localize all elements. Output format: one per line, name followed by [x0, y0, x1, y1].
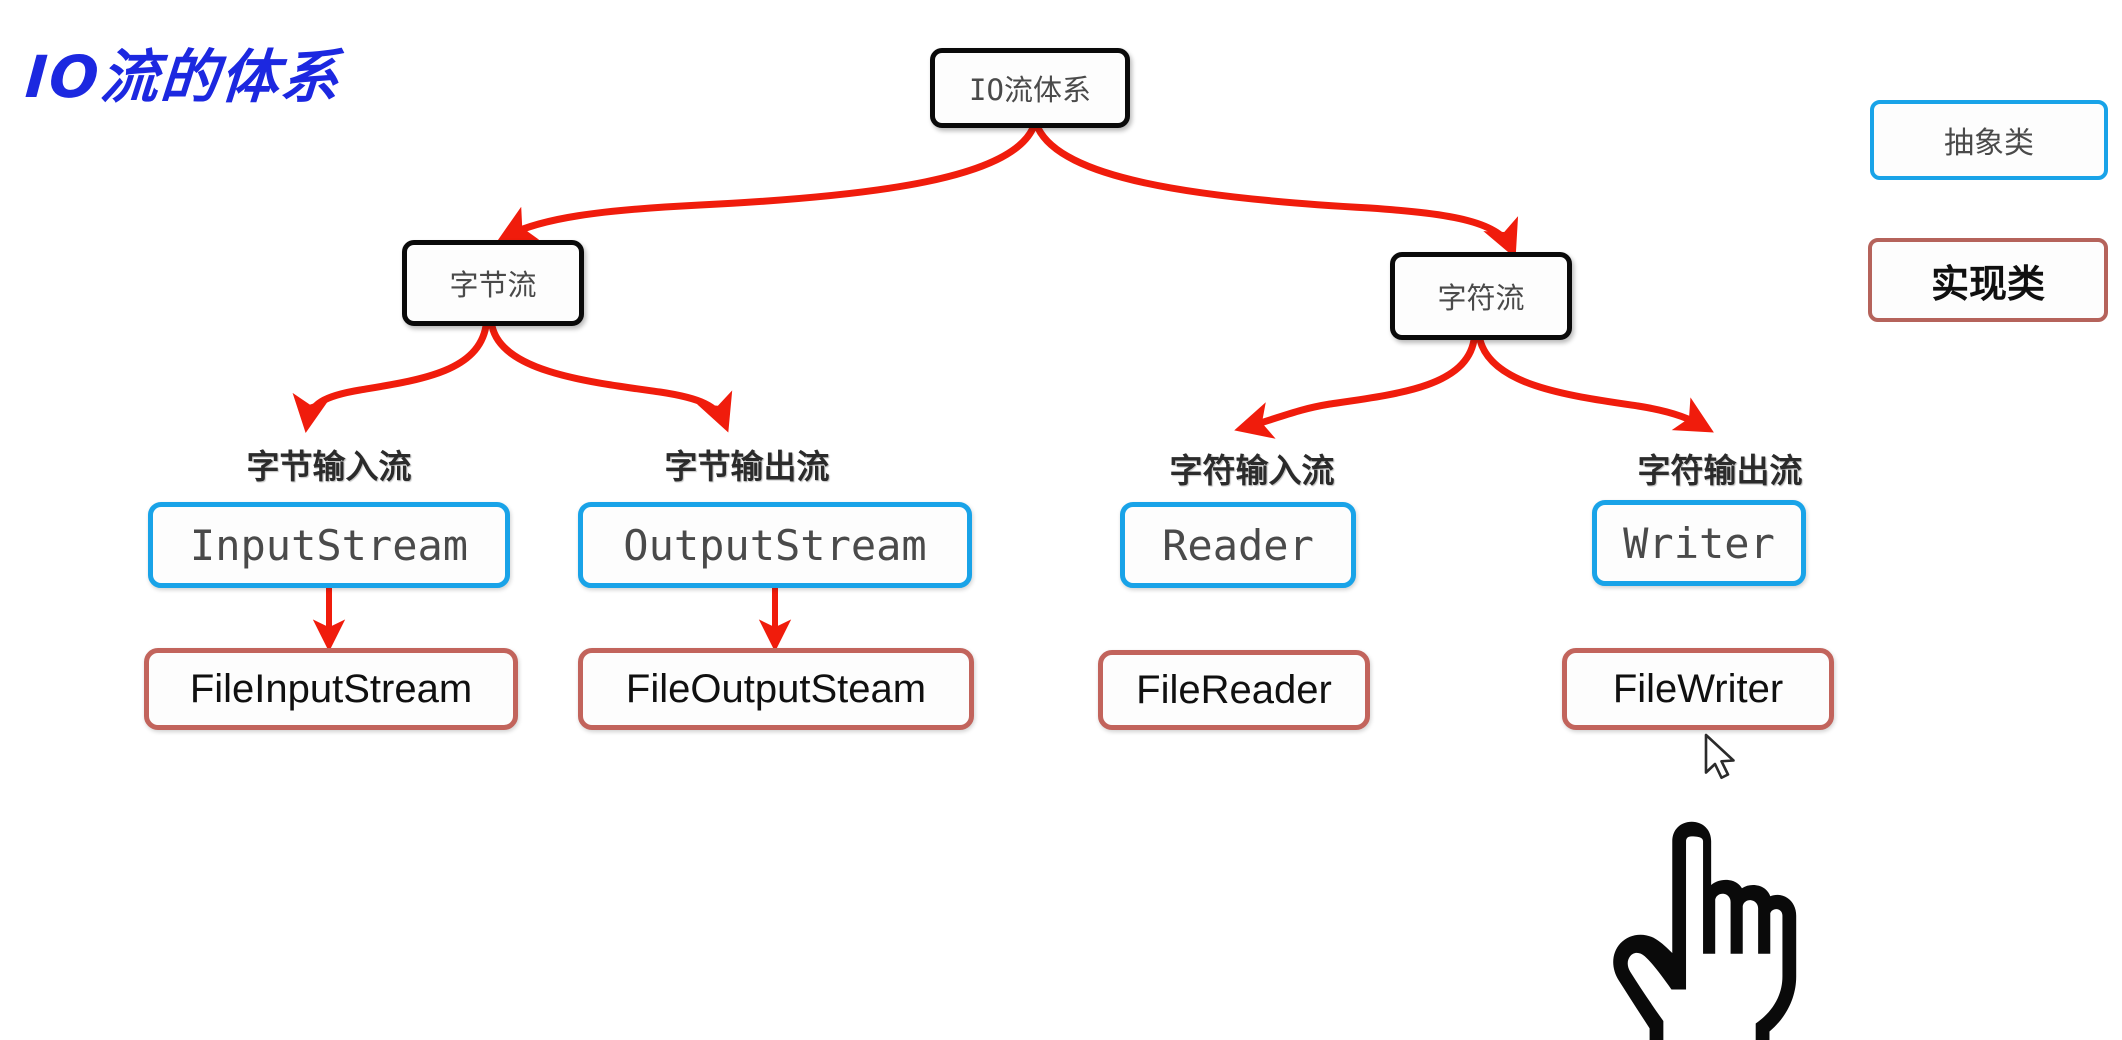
node-writer-label: Writer: [1623, 518, 1775, 568]
node-fileoutputsteam[interactable]: FileOutputSteam: [578, 648, 974, 730]
legend-item-abstract[interactable]: 抽象类: [1870, 100, 2108, 180]
node-fileinputstream[interactable]: FileInputStream: [144, 648, 518, 730]
node-char-stream-label: 字符流: [1437, 281, 1525, 315]
page-title: IO流的体系: [23, 43, 343, 111]
edge-byte-stream-to-byte-output: [488, 322, 733, 433]
node-root-label: IO流体系: [969, 73, 1091, 107]
node-reader[interactable]: Reader: [1120, 502, 1356, 588]
pointing-hand-icon: [1613, 821, 1797, 1040]
node-byte-stream[interactable]: 字节流: [402, 240, 584, 326]
node-root[interactable]: IO流体系: [930, 48, 1130, 128]
node-outputstream[interactable]: OutputStream: [578, 502, 972, 588]
caption-byte-output: 字节输出流: [664, 447, 830, 486]
node-reader-label: Reader: [1162, 520, 1314, 570]
legend-item-abstract-label: 抽象类: [1944, 126, 2034, 161]
caption-char-output: 字符输出流: [1637, 451, 1803, 490]
mouse-cursor-icon: [1704, 733, 1735, 780]
legend-item-impl[interactable]: 实现类: [1868, 238, 2108, 322]
node-byte-stream-label: 字节流: [449, 268, 537, 302]
node-fileoutputsteam-label: FileOutputSteam: [625, 666, 927, 711]
caption-byte-input: 字节输入流: [246, 447, 412, 486]
node-fileinputstream-label: FileInputStream: [189, 666, 473, 711]
node-inputstream[interactable]: InputStream: [148, 502, 510, 588]
edge-root-to-byte-stream: [497, 124, 1037, 242]
node-char-stream[interactable]: 字符流: [1390, 252, 1572, 340]
node-filereader[interactable]: FileReader: [1098, 650, 1370, 730]
edge-byte-stream-to-byte-input: [292, 322, 490, 433]
legend-item-impl-label: 实现类: [1930, 261, 2045, 306]
edge-root-to-char-stream: [1034, 124, 1519, 259]
node-inputstream-label: InputStream: [189, 520, 469, 570]
edge-char-stream-to-char-output: [1476, 336, 1714, 433]
node-filewriter[interactable]: FileWriter: [1562, 648, 1834, 730]
node-writer[interactable]: Writer: [1592, 500, 1806, 586]
node-filewriter-label: FileWriter: [1612, 666, 1784, 711]
edge-char-stream-to-char-input: [1234, 336, 1478, 439]
node-filereader-label: FileReader: [1136, 667, 1332, 712]
node-outputstream-label: OutputStream: [623, 520, 927, 570]
caption-char-input: 字符输入流: [1169, 451, 1335, 490]
